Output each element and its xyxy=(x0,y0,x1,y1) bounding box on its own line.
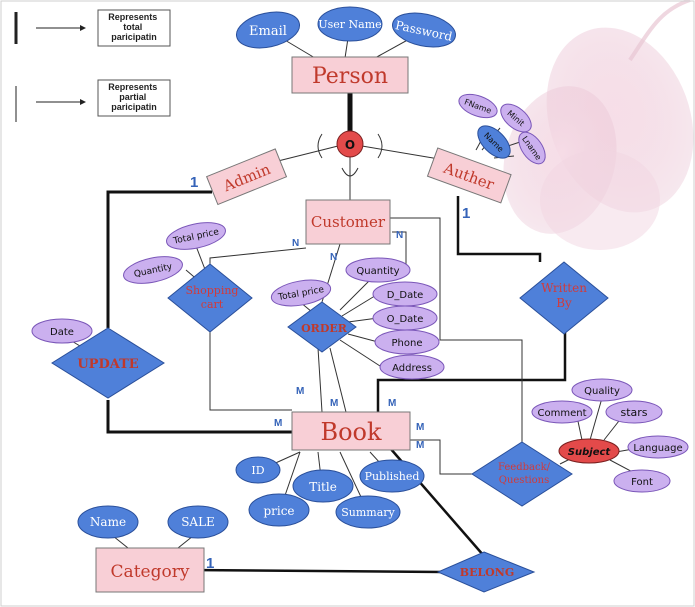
card-admin-update: 1 xyxy=(190,174,198,191)
attr-order-quantity: Quantity xyxy=(345,257,411,283)
attr-category-name: Name xyxy=(77,505,139,539)
svg-text:SALE: SALE xyxy=(181,515,215,529)
card-auther-written: 1 xyxy=(462,205,470,222)
attr-cart-total-price: Total price xyxy=(166,222,226,250)
relationship-update: UPDATE xyxy=(51,327,165,399)
attr-lname: Lname xyxy=(518,131,546,165)
attr-quality: Quality xyxy=(571,378,633,402)
attr-sale: SALE xyxy=(167,505,229,539)
svg-text:ORDER: ORDER xyxy=(301,322,348,335)
attr-published: Published xyxy=(359,459,425,493)
attr-address: Address xyxy=(379,354,445,380)
attr-summary: Summary xyxy=(335,495,401,529)
svg-text:ID: ID xyxy=(251,464,264,477)
attr-date: Date xyxy=(31,318,93,344)
svg-text:Summary: Summary xyxy=(341,506,395,519)
svg-text:price: price xyxy=(263,504,294,518)
attr-order-total-price: Total price xyxy=(270,279,332,307)
entity-customer: Customer xyxy=(305,199,391,245)
svg-text:Date: Date xyxy=(50,327,74,338)
svg-text:Font: Font xyxy=(631,477,653,488)
svg-text:D_Date: D_Date xyxy=(387,290,424,301)
cardinality-labels: 1 1 1 xyxy=(190,174,470,572)
attr-email: Email xyxy=(236,11,300,49)
attr-language: Language xyxy=(627,435,689,459)
legend-total-text: Represents total paricipatin xyxy=(108,12,160,42)
svg-text:O_Date: O_Date xyxy=(387,314,424,325)
attr-minit: Minit xyxy=(500,103,532,133)
attr-price: price xyxy=(248,493,310,527)
card-book-update: M xyxy=(274,418,282,429)
svg-text:Quantity: Quantity xyxy=(356,266,399,277)
cardinality-labels-small: N N N M M M M M M xyxy=(274,230,424,451)
attr-title: Title xyxy=(292,469,354,503)
background-flower xyxy=(503,0,694,250)
entity-book: Book xyxy=(291,411,411,451)
attr-subject: Subject xyxy=(558,438,620,464)
attr-d-date: D_Date xyxy=(372,281,438,307)
relationship-feedback: Feedback/Questions xyxy=(471,441,573,507)
attr-password: Password xyxy=(392,12,456,48)
attr-fname: FName xyxy=(458,93,498,119)
attr-comment: Comment xyxy=(531,400,593,424)
svg-text:O: O xyxy=(345,138,355,152)
attr-stars: stars xyxy=(605,400,663,424)
svg-text:BELONG: BELONG xyxy=(460,566,514,579)
attr-user-name: User Name xyxy=(317,6,383,42)
card-customer-order: N xyxy=(330,252,337,263)
attr-o-date: O_Date xyxy=(372,305,438,331)
svg-text:Address: Address xyxy=(392,363,432,374)
attr-id: ID xyxy=(235,456,281,484)
svg-text:Comment: Comment xyxy=(538,408,587,419)
svg-text:User Name: User Name xyxy=(318,18,381,31)
card-book-feedback: M xyxy=(416,422,424,433)
legend-total-box xyxy=(97,9,171,47)
entity-admin: Admin xyxy=(205,148,288,206)
svg-text:Phone: Phone xyxy=(392,338,423,349)
legend: Represents total paricipatin Represents … xyxy=(14,9,171,122)
svg-text:Title: Title xyxy=(309,480,337,494)
entity-customer-label: Customer xyxy=(311,213,386,231)
entity-person: Person xyxy=(291,56,409,94)
card-customer-cart: N xyxy=(292,238,299,249)
entity-person-label: Person xyxy=(312,64,388,89)
attr-phone: Phone xyxy=(374,329,440,355)
attr-auther-name: Name xyxy=(477,125,511,159)
svg-text:Name: Name xyxy=(90,515,126,529)
card-book-order-1: M xyxy=(296,386,304,397)
legend-partial-text: Represents partial paricipatin xyxy=(108,82,160,112)
legend-partial-box xyxy=(97,79,171,117)
card-customer-feedback: N xyxy=(396,230,403,241)
relationship-belong: BELONG xyxy=(436,551,536,593)
svg-text:Quality: Quality xyxy=(584,386,620,397)
svg-text:stars: stars xyxy=(620,406,647,419)
svg-text:Published: Published xyxy=(365,470,420,483)
svg-text:Subject: Subject xyxy=(568,447,612,458)
svg-text:UPDATE: UPDATE xyxy=(77,357,138,372)
svg-text:Language: Language xyxy=(633,443,682,454)
isa-circle: O xyxy=(336,130,364,158)
attr-font: Font xyxy=(613,469,671,493)
svg-text:Email: Email xyxy=(249,24,287,39)
card-book-order-2: M xyxy=(330,398,338,409)
card-book-written: M xyxy=(388,398,396,409)
feedback-label: Feedback/Questions xyxy=(498,462,551,486)
attr-cart-quantity: Quantity xyxy=(123,256,183,284)
entity-category: Category xyxy=(95,547,205,593)
entity-book-label: Book xyxy=(320,418,382,446)
relationship-order: ORDER xyxy=(287,301,357,353)
card-category-belong: 1 xyxy=(206,555,214,572)
entity-category-label: Category xyxy=(111,562,190,582)
card-book-cart: M xyxy=(416,440,424,451)
